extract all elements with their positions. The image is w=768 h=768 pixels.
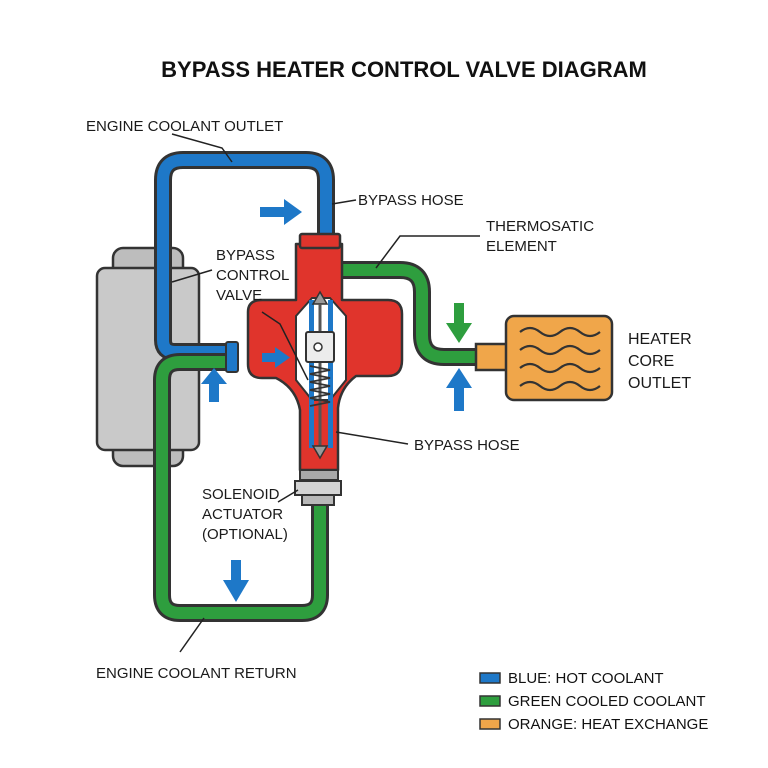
heater-core bbox=[474, 314, 614, 402]
inlet-fitting bbox=[225, 341, 239, 373]
legend-swatch-cooled bbox=[479, 695, 501, 707]
legend: BLUE: HOT COOLANT GREEN COOLED COOLANT O… bbox=[479, 670, 708, 733]
label-heater-core-outlet-line3: OUTLET bbox=[628, 375, 691, 392]
label-solenoid-line1: SOLENOID bbox=[202, 486, 280, 503]
flow-arrow-down-heater bbox=[446, 303, 472, 343]
label-thermostatic-element-line1: THERMOSATIC bbox=[486, 218, 594, 235]
label-bypass-control-valve-line3: VALVE bbox=[216, 287, 262, 304]
flow-arrow-right-top bbox=[260, 199, 302, 225]
solenoid-actuator bbox=[294, 469, 342, 506]
legend-swatch-hot bbox=[479, 672, 501, 684]
label-bypass-control-valve-line2: CONTROL bbox=[216, 267, 289, 284]
label-engine-coolant-return: ENGINE COOLANT RETURN bbox=[96, 665, 297, 682]
diagram-title: BYPASS HEATER CONTROL VALVE DIAGRAM bbox=[161, 57, 647, 82]
flow-arrow-down-return bbox=[223, 560, 249, 602]
leader-lines bbox=[171, 133, 480, 653]
legend-text-cooled: GREEN COOLED COOLANT bbox=[508, 693, 706, 710]
label-heater-core-outlet-line1: HEATER bbox=[628, 331, 692, 348]
label-solenoid-line2: ACTUATOR bbox=[202, 506, 283, 523]
legend-text-heat: ORANGE: HEAT EXCHANGE bbox=[508, 716, 708, 733]
label-bypass-hose-bottom: BYPASS HOSE bbox=[414, 437, 520, 454]
flow-arrow-up-heater bbox=[446, 368, 472, 411]
label-heater-core-outlet-line2: CORE bbox=[628, 353, 674, 370]
label-solenoid-line3: (OPTIONAL) bbox=[202, 526, 288, 543]
thermostatic-element bbox=[305, 290, 335, 460]
flow-arrow-into-valve bbox=[262, 347, 290, 368]
legend-swatch-heat bbox=[479, 718, 501, 730]
flow-arrow-up-engine bbox=[201, 368, 227, 402]
label-bypass-hose-top: BYPASS HOSE bbox=[358, 192, 464, 209]
label-thermostatic-element-line2: ELEMENT bbox=[486, 238, 557, 255]
label-engine-coolant-outlet: ENGINE COOLANT OUTLET bbox=[86, 118, 283, 135]
label-bypass-control-valve-line1: BYPASS bbox=[216, 247, 275, 264]
legend-text-hot: BLUE: HOT COOLANT bbox=[508, 670, 664, 687]
